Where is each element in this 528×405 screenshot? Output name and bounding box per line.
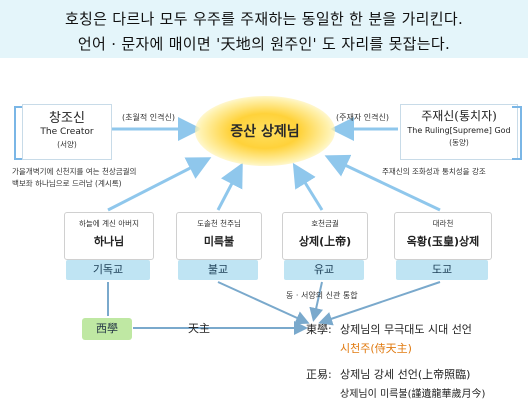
arrow-card2-to-donghak: [217, 281, 310, 325]
left-desc-line-2: 백보좌 하나님으로 드러남 (계시록): [12, 179, 122, 188]
card-title: 하나님: [93, 235, 125, 248]
arrow-card2-to-center: [216, 162, 243, 211]
left-bracket: [14, 106, 24, 160]
religion-buddhism: 불교: [178, 260, 258, 280]
left-god-region: (서양): [57, 140, 77, 149]
center-title: 증산 상제님: [230, 124, 300, 140]
card-title: 옥황(玉皇)상제: [406, 235, 480, 248]
card-subtitle: 대라천: [432, 219, 454, 228]
card-sangje: 호천금궐 상제(上帝): [282, 212, 368, 260]
headline-line-1: 호칭은 다르나 모두 우주를 주재하는 동일한 한 분을 가리킨다.: [64, 10, 464, 28]
tianzhu-label: 天主: [188, 322, 210, 335]
arrow-card1-to-center: [107, 157, 212, 212]
donghak-line-1: 상제님의 무극대도 시대 선언: [340, 323, 472, 336]
jeongyeok-line-1: 상제님 강세 선언(上帝照臨): [340, 368, 471, 381]
left-god-box: 창조신 The Creator (서양): [22, 104, 112, 160]
right-desc: 주재신의 조화성과 통치성을 강조: [382, 167, 486, 176]
right-god-title: 주재신(통치자): [421, 109, 497, 123]
card-mireukbul: 도솔천 천주님 미륵불: [176, 212, 262, 260]
left-god-english: The Creator: [40, 127, 94, 137]
headline-line-2: 언어 · 문자에 매이면 '天地의 원주인' 도 자리를 못잡는다.: [77, 35, 451, 53]
left-desc-line-1: 가을개벽기에 신천지를 여는 천상금궐의: [12, 167, 137, 176]
arrow-card3-to-center: [292, 162, 324, 211]
religion-confucianism: 유교: [284, 260, 364, 280]
religion-christianity: 기독교: [66, 260, 150, 280]
card-subtitle: 도솔천 천주님: [197, 219, 241, 228]
religion-taoism: 도교: [396, 260, 488, 280]
seohak-box: 西學: [82, 318, 132, 340]
card-hananim: 하늘에 계신 아버지 하나님: [64, 212, 154, 260]
center-sun-glow: [195, 96, 335, 166]
card-title: 미륵불: [203, 235, 235, 248]
donghak-line-2: 시천주(侍天主): [340, 342, 412, 355]
merge-label: 동 · 서양의 신관 통합: [286, 291, 358, 300]
left-god-title: 창조신: [49, 111, 85, 126]
arrow-card4-to-donghak: [318, 281, 441, 326]
right-god-box: 주재신(통치자) The Ruling[Supreme] God (동양): [400, 104, 518, 160]
card-title: 상제(上帝): [298, 235, 352, 248]
left-relation-label: (초월적 인격신): [122, 113, 175, 122]
card-subtitle: 하늘에 계신 아버지: [79, 219, 139, 228]
right-god-region: (동양): [449, 138, 469, 147]
card-subtitle: 호천금궐: [311, 219, 339, 228]
card-okhwang: 대라천 옥황(玉皇)상제: [394, 212, 492, 260]
arrow-card3-to-donghak: [309, 281, 324, 322]
donghak-label: 東學:: [306, 323, 332, 336]
right-god-english: The Ruling[Supreme] God: [407, 126, 511, 135]
jeongyeok-line-2: 상제님이 미륵불(謹遺龍華歲月今): [340, 389, 486, 400]
right-relation-label: (주재자 인격신): [336, 113, 389, 122]
headline-banner: 호칭은 다르나 모두 우주를 주재하는 동일한 한 분을 가리킨다. 언어 · …: [0, 0, 528, 58]
arrow-card4-to-center: [324, 154, 441, 212]
jeongyeok-label: 正易:: [306, 368, 332, 381]
right-bracket: [512, 106, 522, 160]
